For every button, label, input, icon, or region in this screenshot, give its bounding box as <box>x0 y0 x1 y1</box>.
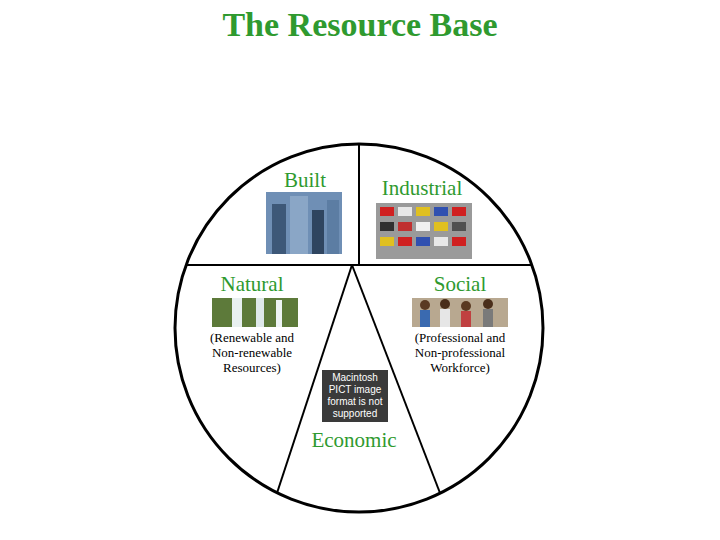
sector: Industrial <box>372 176 472 200</box>
sector-label: Natural <box>200 272 304 296</box>
sector-label: Built <box>265 168 345 192</box>
sector-note: (Renewable and Non-renewable Resources) <box>200 330 304 375</box>
waterfall-photo <box>212 298 298 327</box>
sector-note: (Professional and Non-professional Workf… <box>406 330 514 375</box>
sector: Economic <box>299 428 409 452</box>
cars-photo <box>376 203 472 259</box>
sector-label: Social <box>406 272 514 296</box>
sector: Natural (Renewable and Non-renewable Reso… <box>200 272 304 375</box>
sector-label: Economic <box>299 428 409 452</box>
image-placeholder: Macintosh PICT image format is not suppo… <box>322 370 388 422</box>
people-photo <box>412 298 508 327</box>
city-photo <box>266 192 342 254</box>
title: The Resource Base <box>0 6 720 44</box>
sector: Built <box>265 168 345 192</box>
sector-label: Industrial <box>372 176 472 200</box>
sector: Social (Professional and Non-professional… <box>406 272 514 375</box>
